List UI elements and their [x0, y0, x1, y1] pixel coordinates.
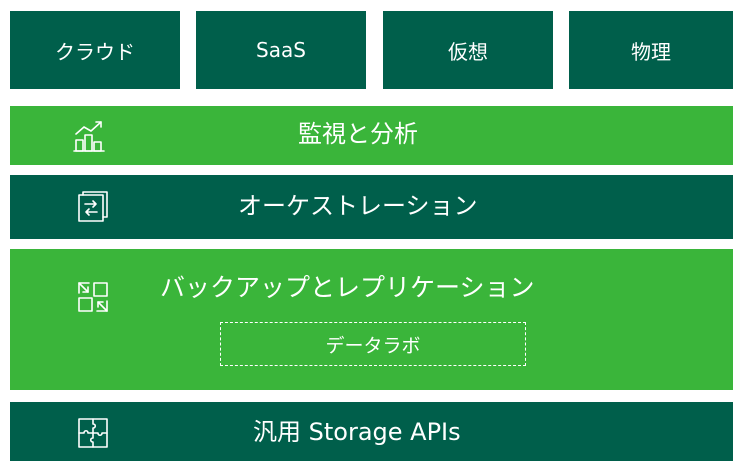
layer-monitoring-label: 監視と分析: [298, 120, 418, 148]
datalab-label: データラボ: [325, 334, 421, 357]
layer-monitoring: 監視と分析: [10, 106, 733, 165]
layer-backup-replication: バックアップとレプリケーション データラボ: [10, 249, 733, 390]
layer-orchestration-label: オーケストレーション: [238, 192, 478, 220]
box-saas-label: SaaS: [256, 38, 306, 62]
box-cloud: クラウド: [10, 11, 180, 89]
orchestration-icon: [75, 189, 111, 225]
monitoring-analytics-icon: [71, 118, 107, 154]
datalab-box: データラボ: [220, 322, 526, 366]
box-virtual-label: 仮想: [448, 39, 488, 64]
layer-storage-apis-label: 汎用 Storage APIs: [253, 418, 461, 446]
box-cloud-label: クラウド: [55, 39, 135, 64]
layer-storage-apis: 汎用 Storage APIs: [10, 402, 733, 461]
box-saas: SaaS: [196, 11, 366, 89]
box-physical-label: 物理: [631, 39, 671, 64]
backup-replication-icon: [75, 279, 111, 315]
box-virtual: 仮想: [383, 11, 553, 89]
puzzle-icon: [75, 415, 111, 451]
layer-orchestration: オーケストレーション: [10, 175, 733, 239]
layer-backup-replication-label: バックアップとレプリケーション: [160, 273, 535, 302]
box-physical: 物理: [569, 11, 733, 89]
